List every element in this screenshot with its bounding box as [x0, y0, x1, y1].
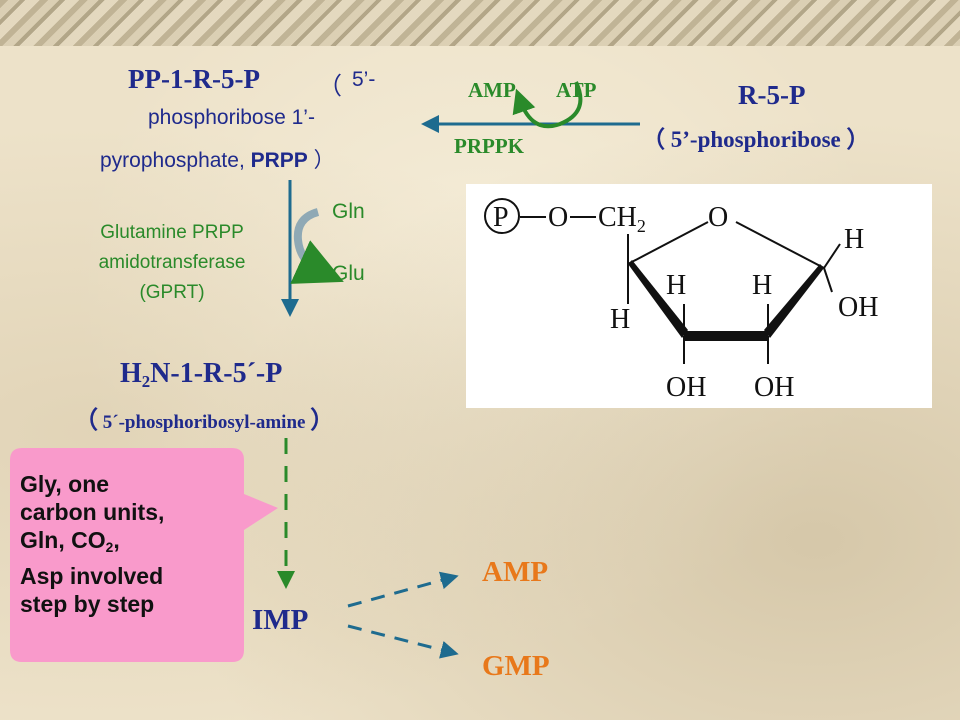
- c4-h: H: [610, 304, 630, 335]
- imp-label: IMP: [252, 604, 309, 636]
- r5p-full-name: （ 5’-phosphoribose ）: [642, 127, 870, 152]
- gln-label: Gln: [332, 200, 365, 223]
- gln-glu-curved-arrow: [290, 208, 344, 284]
- callout-text: Gly, one carbon units, Gln, CO2, Asp inv…: [20, 471, 165, 618]
- gmp-product-label: GMP: [482, 650, 550, 682]
- c3-h: H: [666, 270, 686, 301]
- prpp-line2: phosphoribose 1’-: [148, 106, 315, 129]
- imp-to-gmp-dashed-arrow: [347, 624, 459, 659]
- ribose-structure-drawing: P O CH2 O H H H H OH OH OH: [484, 198, 878, 403]
- anomeric-oh: OH: [838, 292, 878, 323]
- prppk-amp-label: AMP: [468, 78, 516, 102]
- ribose-phosphate-structure: P O CH2 O H H H H OH OH OH: [466, 184, 932, 408]
- decorative-top-border: [0, 0, 960, 46]
- phosphate-symbol: P: [493, 202, 509, 233]
- c3-oh: OH: [666, 372, 706, 403]
- amidotransferase-label: Glutamine PRPP amidotransferase (GPRT): [98, 222, 246, 303]
- atp-amp-curved-arrow: [512, 81, 583, 129]
- prpp-paren-open: （: [318, 73, 342, 100]
- ch2-group: CH2: [598, 202, 646, 236]
- prpp-name: PP-1-R-5-P: [128, 64, 260, 94]
- phosphate-circle: [484, 198, 520, 234]
- amp-product-label: AMP: [482, 556, 549, 588]
- anomeric-h: H: [844, 224, 864, 255]
- c2-h: H: [752, 270, 772, 301]
- c2-oh: OH: [754, 372, 794, 403]
- bridge-oxygen: O: [548, 202, 568, 233]
- amine-name: H2N-1-R-5´-P: [120, 358, 283, 392]
- r5p-name: R-5-P: [738, 80, 806, 110]
- callout-bubble: [10, 448, 278, 662]
- prppk-enzyme-label: PRPPK: [454, 134, 524, 158]
- imp-to-amp-dashed-arrow: [347, 571, 459, 608]
- prpp-line3: pyrophosphate, PRPP ）: [100, 149, 335, 172]
- amine-full-name: （ 5´-phosphoribosyl-amine ）: [74, 408, 335, 434]
- prpp-line1: 5’-: [352, 68, 376, 91]
- ring-oxygen: O: [708, 202, 728, 233]
